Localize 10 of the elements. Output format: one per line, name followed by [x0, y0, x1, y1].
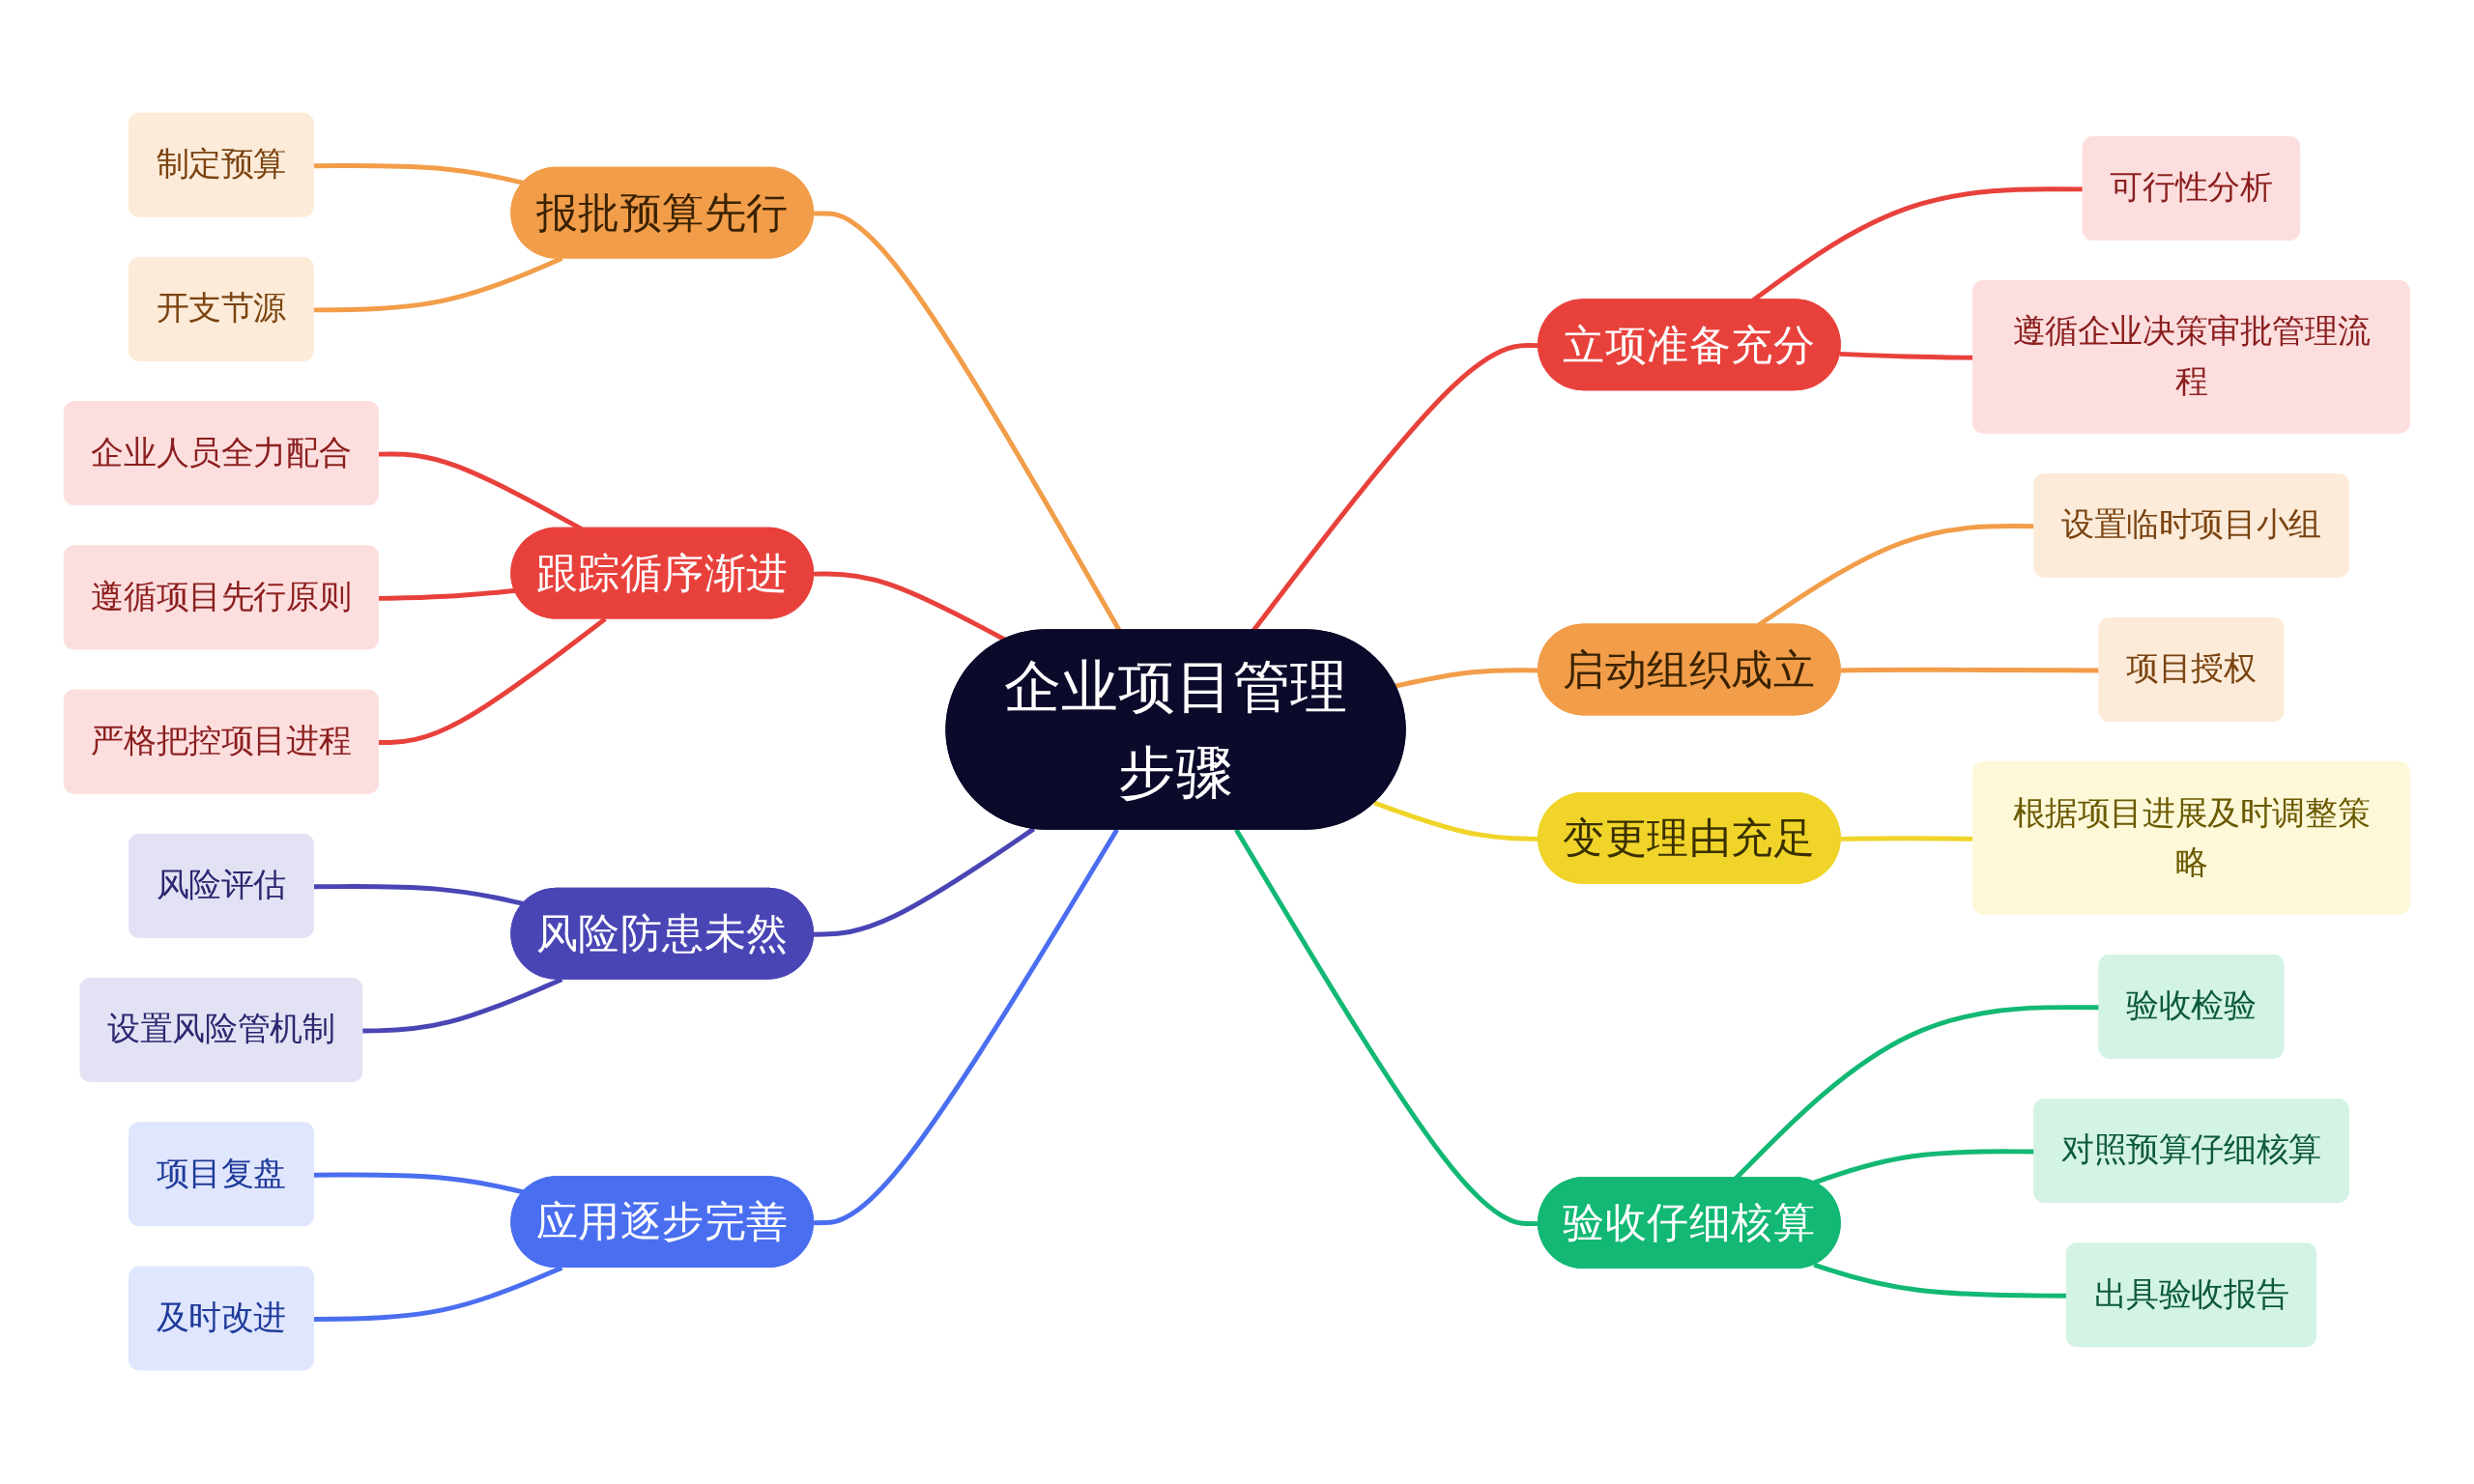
connector	[313, 1266, 563, 1323]
connector	[814, 828, 1120, 1226]
connector	[362, 977, 563, 1034]
connector	[313, 256, 563, 313]
connector	[313, 163, 526, 186]
connector	[379, 617, 607, 746]
connector	[313, 884, 526, 907]
connector	[379, 588, 516, 602]
connector	[313, 1172, 526, 1195]
connector	[814, 827, 1036, 938]
